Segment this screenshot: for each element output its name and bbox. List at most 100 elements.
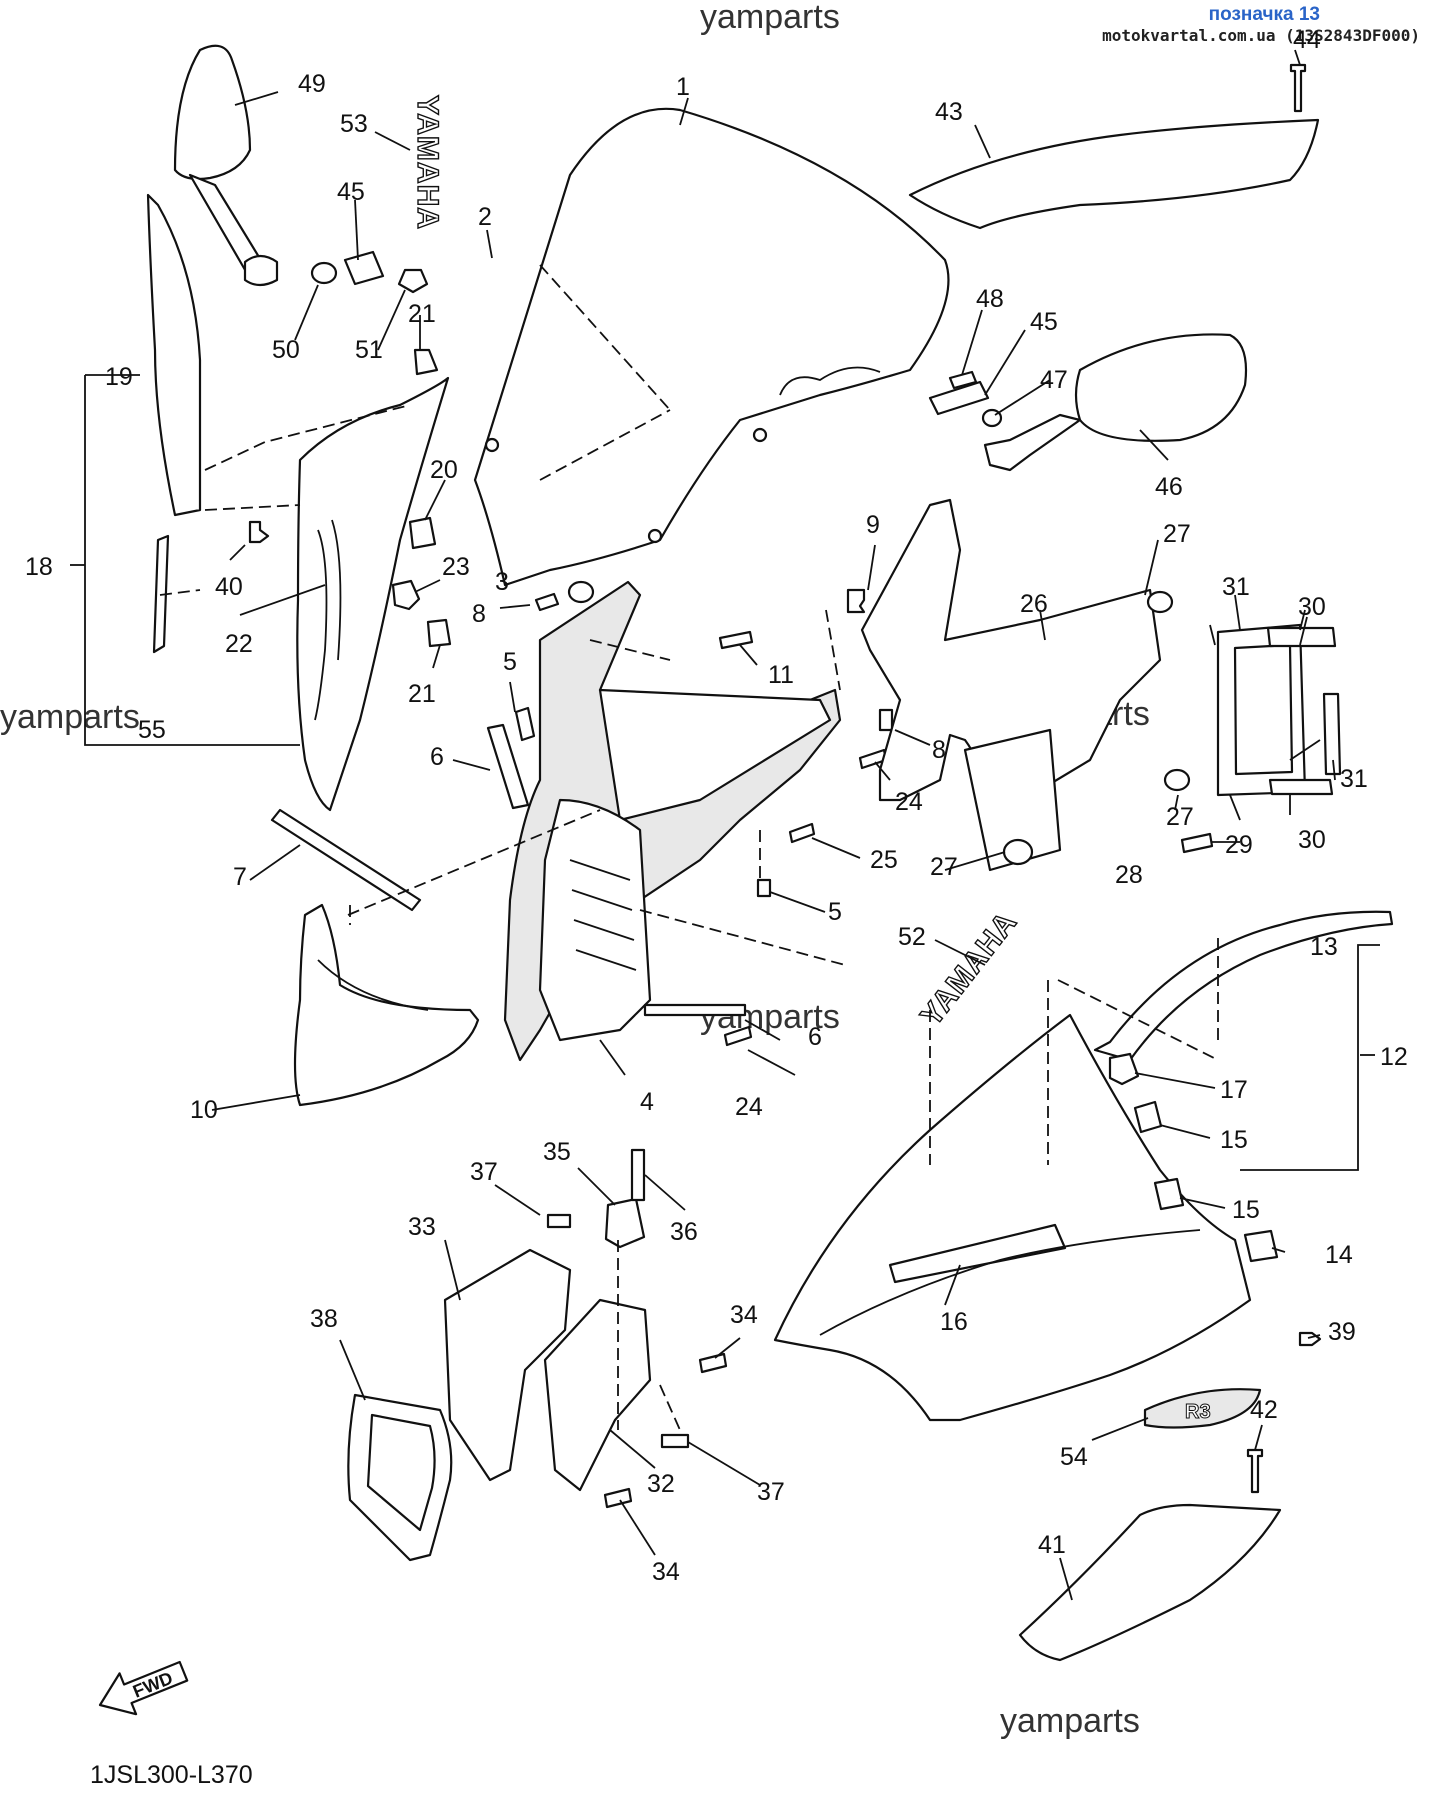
top-cover-right-part	[908, 118, 1320, 230]
damper-strip-7	[270, 808, 422, 912]
windscreen-hole	[647, 528, 663, 544]
screw-24-lower	[723, 1025, 753, 1047]
watermark-left: yamparts	[0, 698, 140, 736]
bolt-36	[630, 1148, 646, 1202]
damper-37-lower	[660, 1433, 690, 1449]
trim-strip-19	[146, 193, 202, 517]
callout-39: 39	[1328, 1318, 1356, 1346]
callout-53: 53	[340, 110, 368, 138]
lower-cowl-left-part	[293, 903, 480, 1107]
damper-strip-6	[486, 723, 530, 810]
yamaha-decal-53: YAMAHA	[411, 95, 444, 230]
side-cowl-left-part	[296, 376, 450, 812]
screw-28	[1180, 832, 1214, 854]
callout-1: 1	[676, 73, 690, 101]
side-cowl-right-line	[819, 1229, 1201, 1336]
side-cowl-left-slot	[314, 529, 328, 721]
callout-20: 20	[430, 456, 458, 484]
trim-strip-13	[1093, 910, 1394, 1062]
callout-3: 3	[495, 568, 509, 596]
callout-11: 11	[768, 661, 794, 689]
callout-18: 18	[25, 553, 53, 581]
callout-6-lower: 6	[808, 1023, 822, 1051]
callout-25: 25	[870, 846, 898, 874]
callout-8-left: 8	[472, 600, 486, 628]
damper-31-right	[1322, 692, 1342, 776]
callout-21-low: 21	[408, 680, 436, 708]
callout-5-right: 5	[828, 898, 842, 926]
callout-37-lower: 37	[757, 1478, 785, 1506]
callout-34-lower: 34	[652, 1558, 680, 1586]
callout-4: 4	[640, 1088, 654, 1116]
callout-9: 9	[866, 511, 880, 539]
intake-duct-4	[538, 798, 652, 1042]
damper-5-left	[514, 706, 536, 742]
mirror-right-part	[1074, 333, 1248, 442]
callout-2: 2	[478, 203, 492, 231]
rivet-9	[846, 588, 866, 614]
callout-45-left: 45	[337, 178, 365, 206]
damper-5-right	[756, 878, 772, 898]
clip-20	[408, 516, 437, 550]
callout-15-upper: 15	[1220, 1126, 1248, 1154]
watermark-top: yamparts	[700, 0, 840, 36]
callout-50: 50	[272, 336, 300, 364]
damper-strip-16	[888, 1223, 1067, 1284]
rivet-40	[248, 520, 270, 544]
callout-31-top: 31	[1222, 573, 1250, 601]
mirror-right-stem	[983, 413, 1082, 472]
windscreen-part	[473, 107, 950, 587]
callout-54: 54	[1060, 1443, 1088, 1471]
stay-bracket-26-plate	[963, 728, 1062, 872]
lamp-frame-29-inner	[1233, 643, 1294, 776]
callout-31-right: 31	[1340, 765, 1368, 793]
callout-14: 14	[1325, 1241, 1353, 1269]
screw-34-lower	[603, 1487, 633, 1509]
damper-8-right	[878, 708, 894, 732]
callout-24-upper: 24	[895, 788, 923, 816]
callout-36: 36	[670, 1218, 698, 1246]
damper-37-upper	[546, 1213, 572, 1229]
callout-21-top: 21	[408, 300, 436, 328]
fwd-arrow: FWD	[98, 1660, 189, 1716]
clip-21-top	[413, 348, 439, 376]
callout-15-lower: 15	[1232, 1196, 1260, 1224]
callout-30-bottom: 30	[1298, 826, 1326, 854]
callout-42: 42	[1250, 1396, 1278, 1424]
diagram-code: 1JSL300-L370	[90, 1761, 253, 1789]
callout-49: 49	[298, 70, 326, 98]
callout-7: 7	[233, 863, 247, 891]
callout-28: 28	[1115, 861, 1143, 889]
side-cowl-left-slot	[331, 519, 342, 661]
screw-44	[1289, 63, 1307, 113]
callout-17: 17	[1220, 1076, 1248, 1104]
callout-43: 43	[935, 98, 963, 126]
callout-10: 10	[190, 1096, 218, 1124]
intake-duct-vanes	[569, 859, 637, 971]
grille-38-inner	[366, 1413, 436, 1532]
plate-45-right	[928, 380, 990, 416]
callout-35: 35	[543, 1138, 571, 1166]
clip-17	[1108, 1052, 1140, 1086]
clip-15-upper	[1133, 1100, 1163, 1134]
clip-23	[391, 579, 421, 611]
bracket-35	[604, 1197, 646, 1249]
callout-numbers: 1 2 3 4 5 5 6 6 7 8 8 9 10 11 12 13 14 1…	[25, 26, 1408, 1586]
callout-29: 29	[1225, 831, 1253, 859]
callout-52: 52	[898, 923, 926, 951]
duct-33	[443, 1248, 572, 1482]
windscreen-hole	[484, 437, 500, 453]
callout-26: 26	[1020, 590, 1048, 618]
callout-48: 48	[976, 285, 1004, 313]
plate-45-left	[343, 250, 385, 286]
dash-lines	[159, 264, 1219, 1431]
callout-27-low: 27	[930, 853, 958, 881]
grommet-27-mid	[1163, 768, 1191, 792]
mirror-left-part	[173, 44, 252, 181]
nut-48	[948, 370, 978, 390]
callout-27-mid: 27	[1166, 803, 1194, 831]
lower-cover-41-part	[1018, 1503, 1282, 1662]
clip-14	[1243, 1229, 1279, 1263]
callout-8-right: 8	[932, 736, 946, 764]
damper-50	[310, 261, 338, 285]
